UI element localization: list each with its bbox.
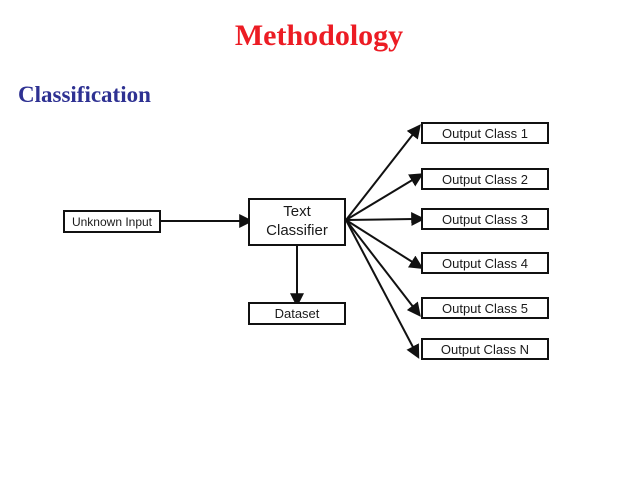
slide-title: Methodology <box>234 19 404 52</box>
node-label: Output Class 2 <box>442 171 528 187</box>
node-label: Text Classifier <box>266 203 328 239</box>
node-label: Output Class 4 <box>442 255 528 271</box>
slide-subtitle: Classification <box>18 82 151 107</box>
node-label: Output Class 5 <box>442 300 528 316</box>
node-output-class-n: Output Class N <box>421 338 549 360</box>
arrow-classifier-to-output-2 <box>345 173 424 221</box>
node-output-class-5: Output Class 5 <box>421 297 549 319</box>
node-label: Unknown Input <box>71 214 153 229</box>
node-label: Output Class 1 <box>442 125 528 141</box>
node-output-class-1: Output Class 1 <box>421 122 549 144</box>
node-dataset: Dataset <box>248 302 346 325</box>
arrow-classifier-to-output-n <box>345 219 420 359</box>
node-output-class-3: Output Class 3 <box>421 208 549 230</box>
arrow-classifier-to-output-4 <box>345 219 424 269</box>
node-output-class-2: Output Class 2 <box>421 168 549 190</box>
arrow-classifier-to-output-5 <box>345 219 421 317</box>
node-unknown-input: Unknown Input <box>63 210 161 233</box>
node-label: Output Class N <box>440 341 530 357</box>
node-label: Dataset <box>274 306 320 321</box>
node-output-class-4: Output Class 4 <box>421 252 549 274</box>
node-label: Output Class 3 <box>442 211 528 227</box>
node-text-classifier: Text Classifier <box>248 198 346 246</box>
arrow-classifier-to-output-1 <box>345 124 421 221</box>
arrow-classifier-to-output-3 <box>345 212 426 227</box>
